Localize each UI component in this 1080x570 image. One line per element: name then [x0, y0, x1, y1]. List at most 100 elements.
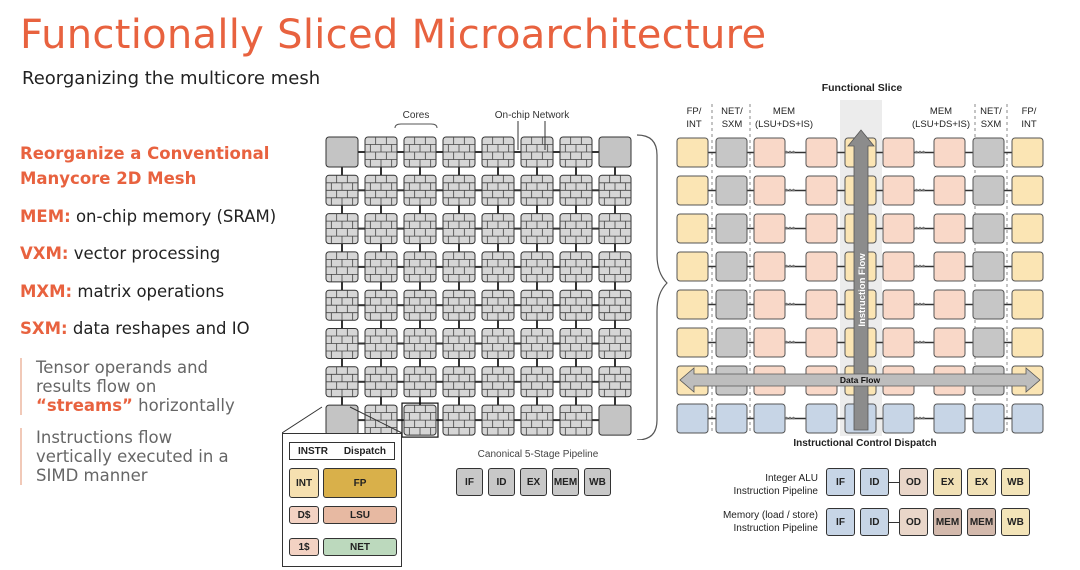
bullet-heading-line1: Reorganize a Conventional: [20, 144, 270, 163]
bullet-text: data reshapes and IO: [67, 319, 250, 338]
functional-slice-diagram: Functional Slice FP/INTNET/SXMMEM(LSU+DS…: [676, 82, 1044, 436]
note-streams-post: horizontally: [132, 396, 235, 415]
cores-label: Cores: [403, 110, 430, 121]
instr-dispatch-bar: INSTR Dispatch: [289, 442, 395, 460]
slice-unit: [805, 403, 838, 434]
inset-icache: 1$: [289, 538, 319, 556]
mem-pipeline-label-2: Instruction Pipeline: [733, 523, 819, 534]
slice-ellipsis: •••: [785, 262, 796, 273]
inset-int: INT: [289, 468, 319, 498]
network-label: On-chip Network: [495, 110, 570, 121]
slice-unit: [1011, 251, 1044, 282]
mem-pipeline-label: Memory (load / store) Instruction Pipelin…: [690, 509, 818, 535]
bullet-key: MXM:: [20, 282, 73, 301]
slice-unit: [933, 175, 966, 206]
pipeline-stage-if: IF: [456, 468, 483, 496]
slice-ellipsis: •••: [915, 338, 926, 349]
slice-unit: [715, 403, 748, 434]
note-streams-pre: Tensor operands and results flow on: [36, 358, 209, 396]
slice-header-line2: SXM: [722, 119, 743, 130]
slice-ellipsis: •••: [915, 148, 926, 159]
slice-unit: [933, 289, 966, 320]
pipeline-stage-ex: EX: [967, 468, 996, 496]
pipeline-connector: [889, 481, 899, 483]
slice-header-line1: NET/: [721, 106, 743, 117]
pipeline-stage-id: ID: [488, 468, 515, 496]
slice-unit: [715, 327, 748, 358]
note-streams: Tensor operands and results flow on “str…: [20, 358, 250, 415]
slice-unit: [933, 213, 966, 244]
slice-unit: [715, 175, 748, 206]
bullet-text: on-chip memory (SRAM): [70, 207, 277, 226]
slice-unit: [753, 327, 786, 358]
note-simd: Instructions flow vertically executed in…: [20, 428, 250, 485]
slice-unit: [753, 251, 786, 282]
slice-header-line2: SXM: [981, 119, 1002, 130]
mesh-io-node: [325, 136, 359, 168]
slice-unit: [715, 137, 748, 168]
slice-unit: [972, 137, 1005, 168]
bullet-text: vector processing: [68, 244, 221, 263]
pipeline-stage-id: ID: [860, 508, 889, 536]
slice-unit: [882, 289, 915, 320]
instruction-flow-label: Instruction Flow: [857, 253, 868, 327]
slice-unit: [753, 289, 786, 320]
pipeline-stage-if: IF: [826, 468, 855, 496]
pipeline-stage-ex: EX: [933, 468, 962, 496]
slice-unit: [972, 175, 1005, 206]
slice-unit: [805, 213, 838, 244]
inset-dcache: D$: [289, 506, 319, 524]
bullet-key: SXM:: [20, 319, 68, 338]
cores-bracket: [394, 123, 438, 129]
pipeline-stage-mem: MEM: [933, 508, 962, 536]
mem-pipeline-label-1: Memory (load / store): [722, 510, 818, 521]
slice-unit: [882, 175, 915, 206]
slide-title: Functionally Sliced Microarchitecture: [20, 12, 767, 58]
slice-unit: [1011, 327, 1044, 358]
pipeline-stage-wb: WB: [584, 468, 611, 496]
pipeline-stage-mem: MEM: [552, 468, 579, 496]
slice-ellipsis: •••: [915, 262, 926, 273]
inset-pointer-line: [349, 406, 403, 434]
slice-unit: [972, 251, 1005, 282]
slice-unit: [715, 289, 748, 320]
slice-unit: [882, 213, 915, 244]
pipeline-stage-od: OD: [899, 468, 928, 496]
slice-unit: [676, 251, 709, 282]
slice-unit: [882, 403, 915, 434]
note-streams-bold: “streams”: [36, 396, 133, 415]
pipeline-connector: [889, 521, 899, 523]
mesh-io-node: [598, 136, 632, 168]
inset-lsu: LSU: [323, 506, 397, 524]
selected-core-outline: [401, 402, 439, 438]
slice-unit: [805, 137, 838, 168]
dispatch-label: Dispatch: [343, 445, 387, 457]
bullet-heading-line2: Manycore 2D Mesh: [20, 169, 197, 188]
slice-unit: [933, 403, 966, 434]
data-flow-arrow: [679, 367, 1041, 393]
data-flow-label: Data Flow: [840, 375, 881, 385]
slice-ellipsis: •••: [915, 300, 926, 311]
slice-unit: [753, 175, 786, 206]
bullet-key: VXM:: [20, 244, 69, 263]
manycore-mesh-diagram: Cores On-chip Network: [325, 110, 668, 440]
slice-ellipsis: •••: [915, 186, 926, 197]
slide-subtitle: Reorganizing the multicore mesh: [22, 68, 321, 89]
functional-slice-title: Functional Slice: [822, 82, 903, 94]
slice-unit: [753, 403, 786, 434]
slice-header-line2: INT: [686, 119, 702, 130]
slice-unit: [882, 327, 915, 358]
slice-ellipsis: •••: [785, 338, 796, 349]
slice-ellipsis: •••: [785, 186, 796, 197]
slice-unit: [972, 289, 1005, 320]
slice-unit: [972, 327, 1005, 358]
slice-unit: [805, 251, 838, 282]
slice-unit: [1011, 137, 1044, 168]
slice-header-line1: MEM: [930, 106, 952, 117]
slice-header-line1: FP/: [687, 106, 702, 117]
dispatch-label: Instructional Control Dispatch: [793, 438, 937, 449]
slice-unit: [972, 213, 1005, 244]
int-pipeline-label-1: Integer ALU: [765, 473, 818, 484]
